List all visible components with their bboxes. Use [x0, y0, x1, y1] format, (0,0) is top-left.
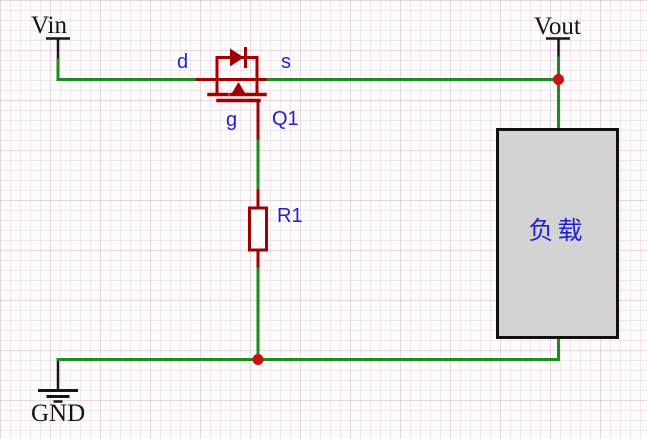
- load-label: 负载: [528, 217, 587, 245]
- gate-label: g: [226, 109, 238, 131]
- junction-dot-vout: [553, 74, 564, 85]
- vin-terminal-icon: [46, 37, 70, 61]
- wire-vin-to-drain: [56, 58, 199, 81]
- vin-label: Vin: [31, 12, 67, 39]
- junction-dot-ground: [252, 354, 264, 365]
- drain-label: d: [177, 51, 189, 73]
- gnd-label: GND: [31, 400, 86, 427]
- gnd-symbol-icon: [38, 360, 78, 403]
- resistor-r1-symbol: [248, 189, 268, 268]
- wire-load-to-ground-rail: [56, 336, 560, 361]
- body-diode-triangle-icon: [230, 48, 244, 67]
- source-label: s: [281, 51, 291, 73]
- load-box: [496, 128, 619, 339]
- vout-label: Vout: [534, 13, 581, 40]
- transistor-label: Q1: [272, 108, 299, 130]
- resistor-label: R1: [277, 205, 303, 227]
- resistor-body: [248, 206, 268, 252]
- mosfet-q1-symbol: [195, 47, 267, 140]
- vout-terminal-icon: [546, 37, 570, 59]
- mosfet-arrow-icon: [232, 82, 245, 93]
